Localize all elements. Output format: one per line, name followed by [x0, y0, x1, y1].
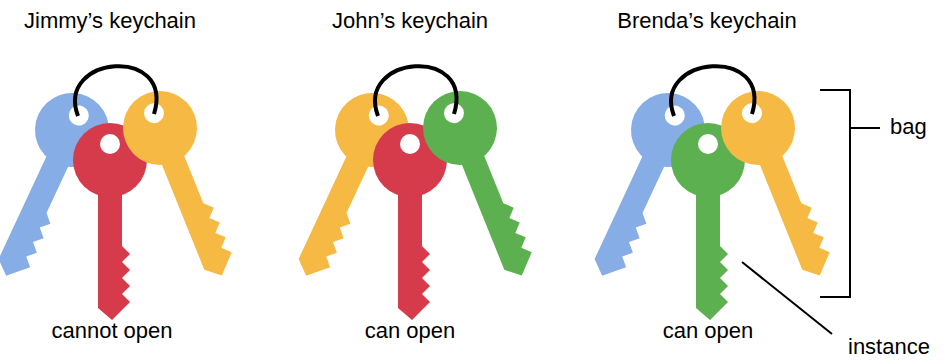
keychain-title: John’s keychain	[332, 8, 488, 34]
yellow-key	[710, 80, 852, 290]
keychain-title: Brenda’s keychain	[617, 8, 796, 34]
instance-leader	[742, 262, 832, 334]
key-ring	[671, 66, 754, 116]
yellow-key	[112, 80, 254, 290]
result-caption: can open	[365, 318, 456, 344]
keychain-title: Jimmy’s keychain	[24, 8, 196, 34]
bag-label: bag	[890, 114, 927, 140]
bag-leader	[850, 127, 880, 129]
green-key	[412, 80, 554, 290]
bag-bracket	[820, 90, 850, 297]
result-caption: can open	[663, 318, 754, 344]
key-ring	[75, 66, 156, 116]
instance-label: instance	[848, 334, 930, 360]
result-caption: cannot open	[51, 318, 172, 344]
key-ring	[375, 66, 456, 116]
